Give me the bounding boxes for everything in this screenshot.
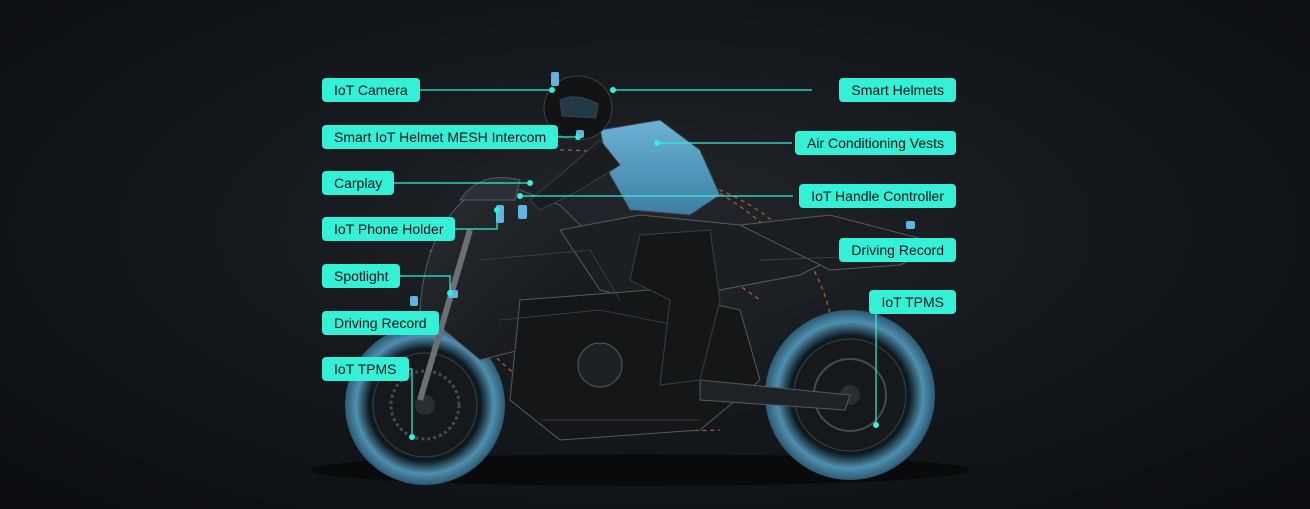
callout-driving-record-front: Driving Record — [322, 311, 439, 335]
callout-driving-record-rear: Driving Record — [839, 238, 956, 262]
helmet-camera-device — [551, 72, 559, 86]
callout-smart-helmets: Smart Helmets — [839, 78, 956, 102]
callout-spotlight: Spotlight — [322, 264, 401, 288]
rider — [529, 75, 721, 386]
connector-dots — [409, 87, 879, 440]
callout-helmet-mesh-intercom: Smart IoT Helmet MESH Intercom — [322, 125, 559, 149]
callout-air-conditioning-vests: Air Conditioning Vests — [795, 131, 956, 155]
callout-iot-camera: IoT Camera — [322, 78, 420, 102]
callout-iot-tpms-front: IoT TPMS — [322, 357, 409, 381]
callout-iot-handle-controller: IoT Handle Controller — [799, 184, 956, 208]
callout-carplay: Carplay — [322, 171, 395, 195]
callout-iot-phone-holder: IoT Phone Holder — [322, 217, 456, 241]
callout-iot-tpms-rear: IoT TPMS — [869, 290, 956, 314]
connector-lines — [393, 89, 877, 437]
